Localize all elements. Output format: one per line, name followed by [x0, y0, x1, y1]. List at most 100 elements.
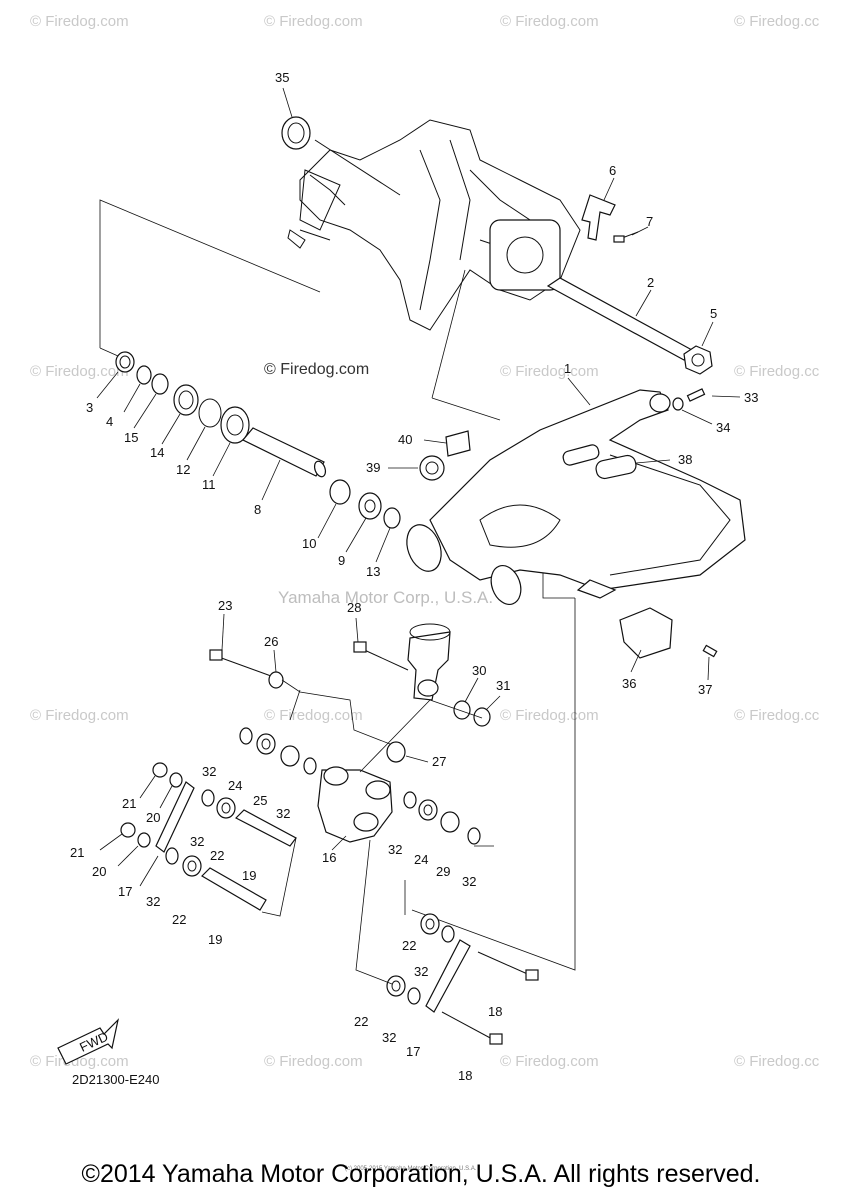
part-26-collar [268, 649, 284, 689]
part-2-pivot-shaft [546, 277, 693, 361]
part-17-link [425, 939, 471, 1013]
watermark: © Firedog.cc [734, 1053, 820, 1070]
part-27-collar [386, 741, 429, 763]
watermark: © Firedog.cc [734, 363, 820, 380]
part-32-seal [403, 791, 417, 809]
part-21-nut [99, 822, 136, 851]
callout-5: 5 [710, 306, 717, 321]
part-38-pad [595, 454, 671, 480]
callout-23: 23 [218, 598, 232, 613]
callout-37: 37 [698, 682, 712, 697]
callout-34: 34 [716, 420, 730, 435]
shock-lower-mount [407, 623, 451, 701]
callout-11: 11 [202, 477, 216, 492]
part-18-bolt [441, 1011, 503, 1045]
callout-27: 27 [432, 754, 446, 769]
callout-22: 22 [402, 938, 416, 953]
part-39-cap [388, 455, 445, 481]
part-6-bracket [581, 177, 616, 241]
part-22-bearing [216, 797, 236, 819]
assembly-leader-lines [99, 199, 576, 971]
part-7-bolt [613, 226, 649, 243]
callout-19: 19 [208, 932, 222, 947]
part-32-seal [165, 847, 179, 865]
watermark: © Firedog.com [264, 13, 363, 30]
callout-32: 32 [414, 964, 428, 979]
part-32-seal [201, 789, 215, 807]
part-29-spacer [440, 811, 460, 833]
watermark: © Firedog.com [264, 1053, 363, 1070]
part-4-washer [123, 365, 152, 413]
watermark: © Firedog.cc [734, 707, 820, 724]
part-20-washer [159, 772, 183, 809]
part-14-seal [161, 384, 199, 445]
callout-10: 10 [302, 536, 316, 551]
part-24-bearing [256, 733, 276, 755]
callout-20: 20 [146, 810, 160, 825]
callout-32: 32 [202, 764, 216, 779]
part-20-washer [117, 832, 151, 867]
part-31-nut [473, 695, 501, 727]
callout-32: 32 [190, 834, 204, 849]
part-28-bolt [353, 617, 409, 671]
part-32-seal [467, 827, 481, 845]
callout-layer: 35 6 7 2 5 1 33 34 3 4 15 14 12 11 40 39… [70, 70, 758, 1083]
watermark: © Firedog.com [500, 13, 599, 30]
callout-40: 40 [398, 432, 412, 447]
part-25-spacer [280, 745, 300, 767]
frame-section [287, 119, 581, 331]
part-19-collar [201, 867, 267, 911]
watermark: © Firedog.cc [734, 13, 820, 30]
callout-2: 2 [647, 275, 654, 290]
callout-9: 9 [338, 553, 345, 568]
callout-38: 38 [678, 452, 692, 467]
callout-26: 26 [264, 634, 278, 649]
callout-7: 7 [646, 214, 653, 229]
part-37-screw [702, 644, 718, 681]
watermark-layer: © Firedog.com © Firedog.com © Firedog.co… [30, 13, 820, 1070]
part-33-bolt [686, 388, 741, 402]
watermark: © Firedog.com [500, 363, 599, 380]
part-30-washer [453, 677, 479, 720]
part-24-bearing [418, 799, 438, 821]
callout-8: 8 [254, 502, 261, 517]
callout-4: 4 [106, 414, 113, 429]
callout-19: 19 [242, 868, 256, 883]
watermark: © Firedog.com [30, 13, 129, 30]
watermark: © Firedog.com [30, 363, 129, 380]
callout-33: 33 [744, 390, 758, 405]
watermark: © Firedog.com [264, 361, 369, 378]
part-15-collar [133, 373, 169, 429]
callout-14: 14 [150, 445, 164, 460]
callout-32: 32 [462, 874, 476, 889]
watermark: © Firedog.com [264, 707, 363, 724]
callout-24: 24 [228, 778, 242, 793]
callout-32: 32 [388, 842, 402, 857]
watermark: © Firedog.com [30, 1053, 129, 1070]
callout-16: 16 [322, 850, 336, 865]
callout-13: 13 [366, 564, 380, 579]
small-copyright: (c) 2005-2015 Yamaha Motor Corporation, … [345, 1166, 477, 1172]
part-22-bearing [386, 975, 406, 997]
callout-22: 22 [210, 848, 224, 863]
watermark: © Firedog.com [500, 1053, 599, 1070]
callout-30: 30 [472, 663, 486, 678]
callout-32: 32 [276, 806, 290, 821]
watermark: © Firedog.com [30, 707, 129, 724]
part-9-bearing [345, 492, 382, 553]
part-1-swingarm [406, 377, 746, 605]
part-32-seal [303, 757, 317, 775]
part-32-seal [239, 727, 253, 745]
part-22-bearing [420, 913, 440, 935]
callout-17: 17 [406, 1044, 420, 1059]
callout-35: 35 [275, 70, 289, 85]
part-17-link [139, 781, 195, 887]
callout-15: 15 [124, 430, 138, 445]
callout-1: 1 [564, 361, 571, 376]
watermark-yamaha: Yamaha Motor Corp., U.S.A. [278, 588, 493, 607]
callout-32: 32 [146, 894, 160, 909]
callout-17: 17 [118, 884, 132, 899]
callout-24: 24 [414, 852, 428, 867]
part-10-spacer [317, 479, 351, 539]
